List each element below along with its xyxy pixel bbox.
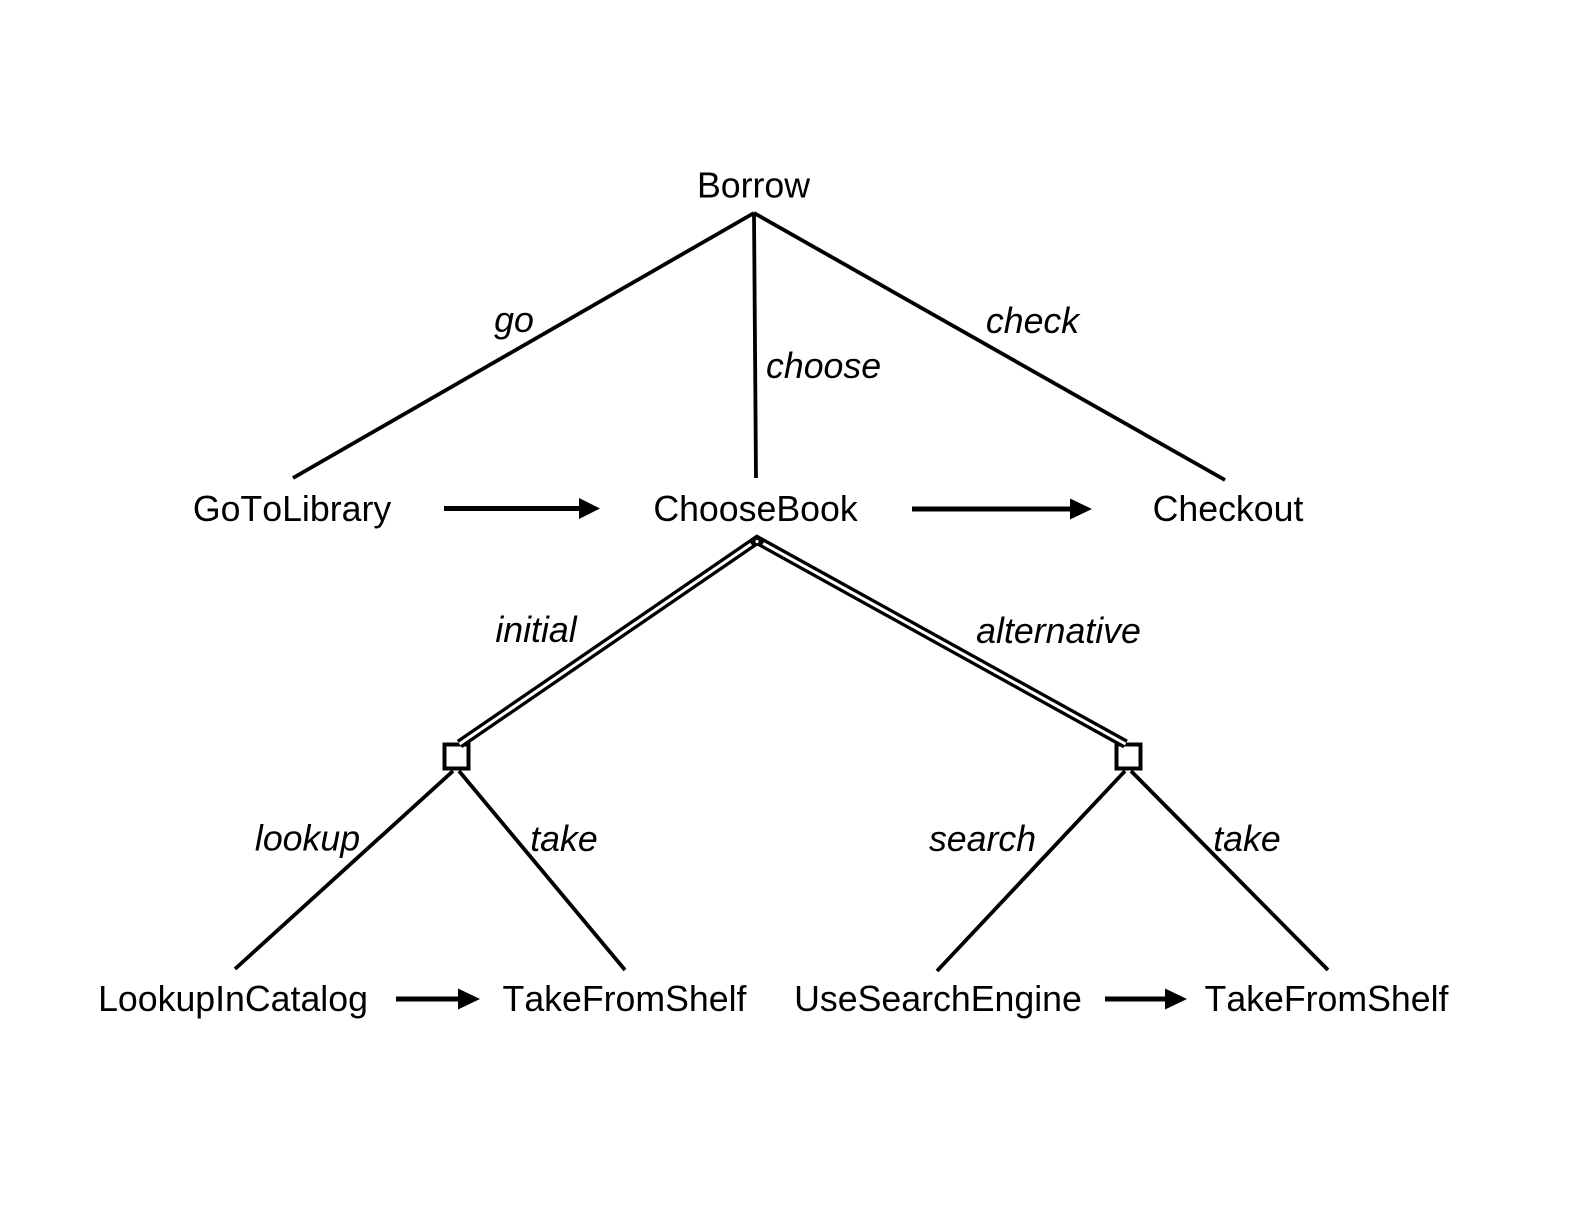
svg-text:ChooseBook: ChooseBook: [653, 489, 858, 529]
svg-text:choose: choose: [766, 346, 881, 386]
svg-text:GoToLibrary: GoToLibrary: [193, 489, 391, 529]
svg-text:UseSearchEngine: UseSearchEngine: [794, 979, 1082, 1019]
svg-text:Borrow: Borrow: [697, 166, 810, 206]
svg-text:TakeFromShelf: TakeFromShelf: [503, 979, 747, 1019]
svg-text:take: take: [1213, 819, 1280, 859]
svg-text:TakeFromShelf: TakeFromShelf: [1205, 979, 1449, 1019]
svg-text:check: check: [986, 301, 1081, 341]
svg-text:lookup: lookup: [255, 819, 360, 859]
svg-text:go: go: [494, 300, 534, 340]
svg-text:alternative: alternative: [976, 611, 1141, 651]
svg-text:initial: initial: [495, 610, 577, 650]
svg-text:take: take: [530, 819, 597, 859]
svg-text:search: search: [929, 819, 1036, 859]
svg-text:Checkout: Checkout: [1153, 489, 1304, 529]
svg-text:LookupInCatalog: LookupInCatalog: [98, 979, 368, 1019]
